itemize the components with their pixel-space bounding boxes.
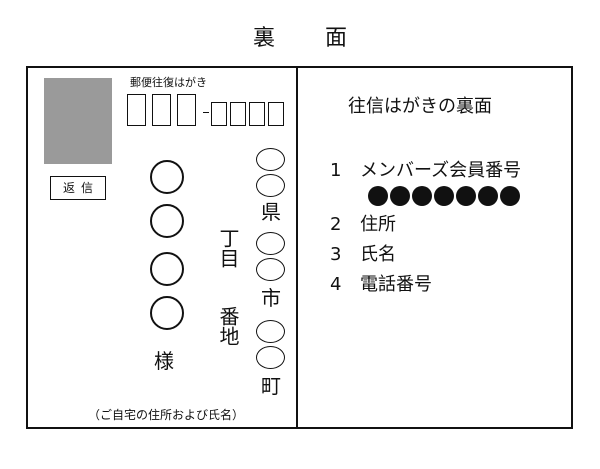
stamp-area	[44, 78, 112, 164]
city-label: 市	[261, 286, 281, 310]
member-digit-dot	[456, 186, 476, 206]
message-side-title: 往信はがきの裏面	[348, 96, 492, 117]
address-note: （ご自宅の住所および氏名）	[88, 408, 245, 422]
chome-label: 丁目	[216, 228, 240, 268]
address-placeholder-circle	[256, 148, 285, 171]
member-digit-dot	[412, 186, 432, 206]
address-placeholder-circle	[256, 320, 285, 343]
town-label: 町	[261, 374, 281, 398]
member-digit-dot	[434, 186, 454, 206]
member-digit-dot	[368, 186, 388, 206]
address-placeholder-circle	[256, 346, 285, 369]
member-digit-dot	[478, 186, 498, 206]
zip-box	[230, 102, 246, 126]
return-label: 返信	[50, 176, 106, 200]
name-placeholder-circle	[150, 204, 184, 238]
member-digit-dot	[390, 186, 410, 206]
name-suffix: 様	[154, 349, 174, 373]
member-digit-dot	[500, 186, 520, 206]
zip-box	[268, 102, 284, 126]
page-title: 裏 面	[252, 26, 361, 51]
zip-box	[249, 102, 265, 126]
zip-box	[211, 102, 227, 126]
zip-box	[177, 94, 196, 126]
name-placeholder-circle	[150, 296, 184, 330]
postcard: 返信 郵便往復はがき 様 県 市 町 丁目 番地 （ご自宅の住所および氏名） 往…	[26, 66, 573, 429]
card-divider	[296, 68, 298, 427]
address-placeholder-circle	[256, 232, 285, 255]
name-placeholder-circle	[150, 160, 184, 194]
address-placeholder-circle	[256, 174, 285, 197]
zip-box	[152, 94, 171, 126]
banchi-label: 番地	[216, 306, 240, 346]
zip-dash	[203, 112, 209, 113]
prefecture-label: 県	[261, 200, 281, 224]
zip-box	[127, 94, 146, 126]
service-label: 郵便往復はがき	[130, 76, 207, 89]
address-placeholder-circle	[256, 258, 285, 281]
name-placeholder-circle	[150, 252, 184, 286]
